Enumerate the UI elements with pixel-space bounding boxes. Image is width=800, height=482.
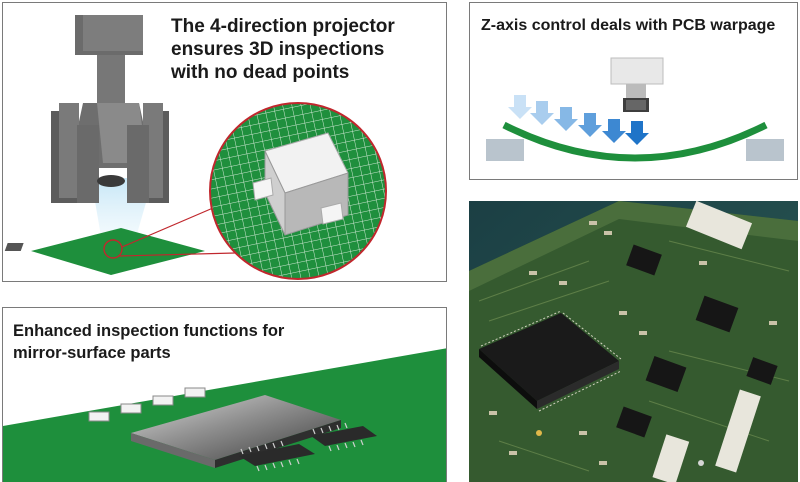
projector-illustration [4, 15, 387, 280]
ic-package-2 [311, 422, 377, 452]
pcb-photo-panel [469, 201, 798, 482]
small-components [88, 387, 206, 422]
z-axis-arrows [508, 95, 649, 145]
passive-components [489, 221, 777, 465]
warped-pcb [502, 121, 768, 162]
mirror-title-line-1: Enhanced inspection functions for [13, 322, 285, 340]
camera-head-icon [610, 57, 664, 112]
projector-title-line-2: ensures 3D inspections [171, 39, 385, 60]
projector-panel: The 4-direction projector ensures 3D ins… [2, 2, 447, 282]
right-support [746, 139, 784, 161]
pcb-photo [469, 201, 798, 482]
left-support [486, 139, 524, 161]
mirror-title: Enhanced inspection functions for mirror… [13, 320, 284, 364]
qfp-chip-icon [479, 310, 622, 412]
projector-head-icon [51, 15, 169, 203]
mirror-illustration [3, 348, 446, 482]
projector-title-line-1: The 4-direction projector [171, 16, 395, 37]
connector-icons [652, 201, 761, 482]
pcb-board [31, 228, 205, 275]
projector-title: The 4-direction projector ensures 3D ins… [171, 15, 395, 84]
zaxis-title: Z-axis control deals with PCB warpage [481, 17, 776, 34]
zoom-ring [103, 239, 123, 259]
photo-board [469, 201, 798, 482]
mirror-panel: Enhanced inspection functions for mirror… [2, 307, 447, 482]
mirror-title-line-2: mirror-surface parts [13, 344, 171, 362]
zaxis-illustration [486, 57, 784, 162]
small-ic-icons [616, 244, 778, 438]
zaxis-panel: Z-axis control deals with PCB warpage [469, 2, 798, 180]
projector-title-line-3: with no dead points [171, 62, 350, 83]
magnified-component-view [210, 103, 386, 279]
ic-package-1 [239, 440, 315, 472]
